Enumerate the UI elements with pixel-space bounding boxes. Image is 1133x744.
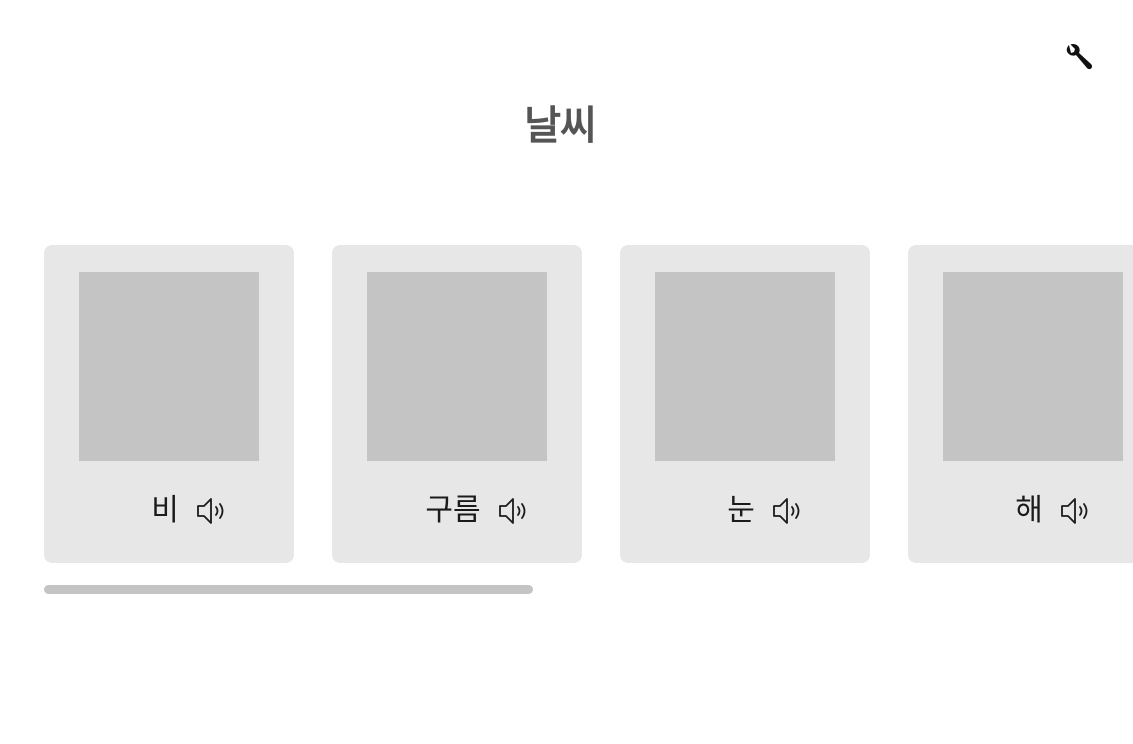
speaker-icon: [498, 498, 525, 524]
speaker-icon: [196, 498, 224, 524]
speaker-icon: [772, 498, 800, 524]
card-word: 비: [151, 493, 179, 528]
speaker-icon: [1060, 498, 1088, 524]
card-image-placeholder: [943, 272, 1123, 461]
card-image-placeholder: [367, 272, 547, 461]
card-footer: 해: [908, 490, 1133, 532]
play-audio-button[interactable]: [497, 494, 531, 528]
page-title: 날씨: [524, 103, 597, 149]
card-word: 눈: [727, 493, 755, 528]
carousel-track: 비 구름: [44, 245, 1133, 563]
card-word: 해: [1015, 493, 1043, 528]
word-card-cloud[interactable]: 구름: [332, 245, 582, 563]
play-audio-button[interactable]: [771, 494, 805, 528]
card-image-placeholder: [79, 272, 259, 461]
card-footer: 구름: [332, 490, 582, 532]
horizontal-scrollbar-thumb[interactable]: [44, 585, 533, 594]
card-image-placeholder: [655, 272, 835, 461]
word-card-sun[interactable]: 해: [908, 245, 1133, 563]
settings-button[interactable]: [1062, 40, 1096, 74]
word-card-carousel[interactable]: 비 구름: [44, 245, 1133, 563]
card-word: 구름: [425, 493, 481, 528]
word-card-rain[interactable]: 비: [44, 245, 294, 563]
play-audio-button[interactable]: [1059, 494, 1093, 528]
wrench-icon: [1066, 44, 1093, 70]
card-footer: 비: [44, 490, 294, 532]
word-card-snow[interactable]: 눈: [620, 245, 870, 563]
play-audio-button[interactable]: [195, 494, 229, 528]
card-footer: 눈: [620, 490, 870, 532]
